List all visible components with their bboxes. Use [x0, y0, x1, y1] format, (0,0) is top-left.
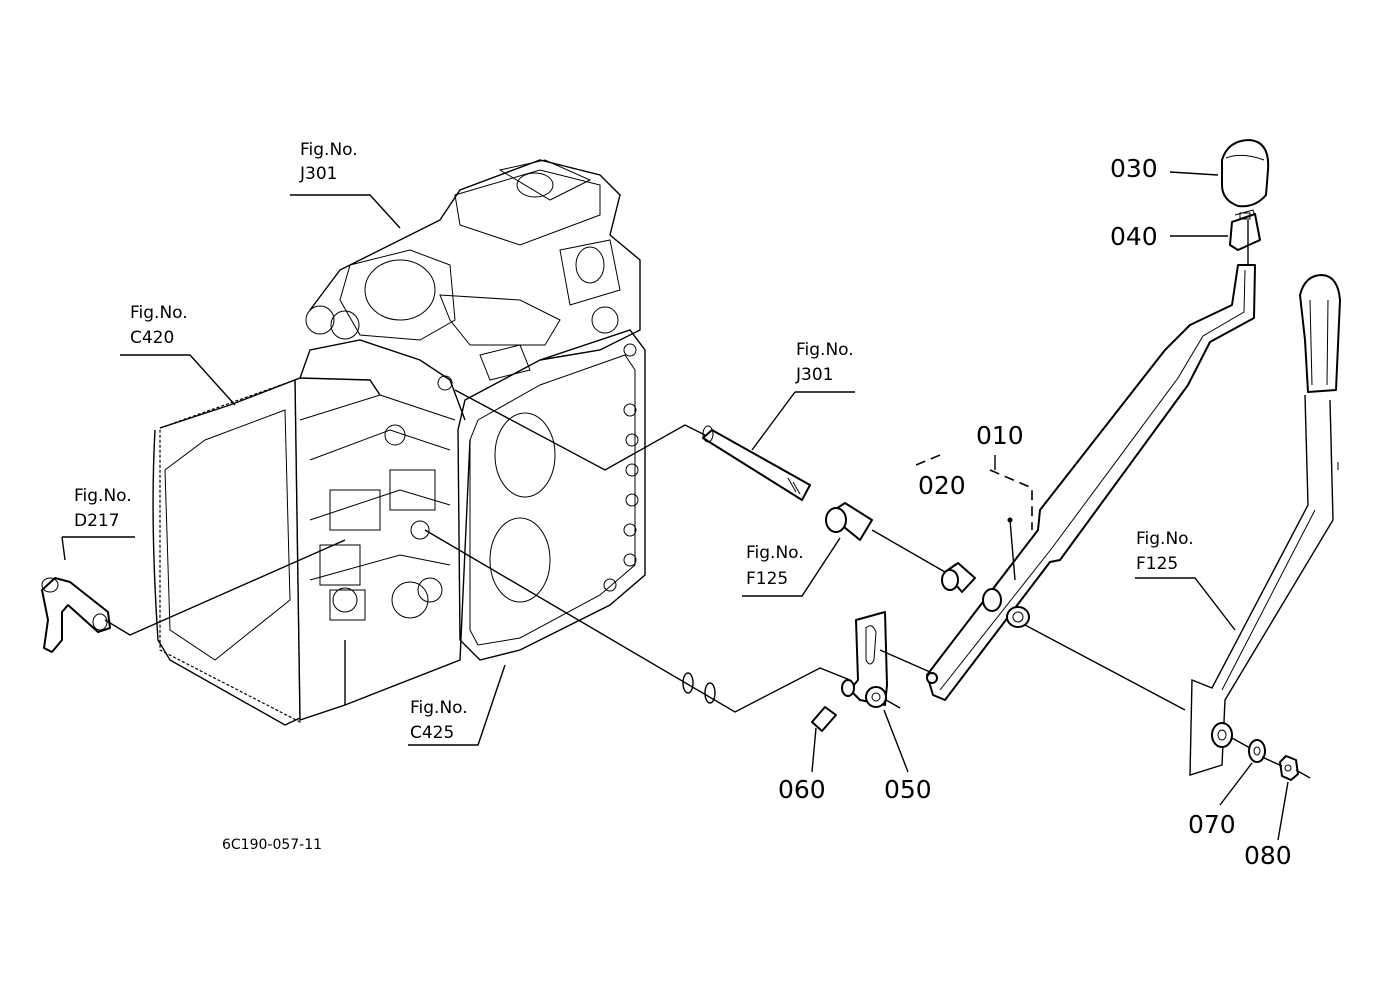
fig-ref-j301-mid: Fig.No. J301	[795, 340, 854, 385]
fig-ref-code: C420	[130, 328, 174, 348]
leader-lines	[61, 171, 1289, 841]
fig-ref-code: J301	[299, 164, 337, 184]
range-lever-drawing	[1189, 274, 1341, 776]
fig-ref-prefix: Fig.No.	[130, 303, 188, 323]
fig-ref-prefix: Fig.No.	[796, 340, 854, 360]
fig-ref-code: D217	[74, 511, 120, 531]
part-number-040: 040	[1110, 222, 1158, 251]
fig-ref-f125-right: Fig.No. F125	[1136, 529, 1194, 574]
part-number-010: 010	[976, 421, 1024, 450]
fig-ref-prefix: Fig.No.	[74, 486, 132, 506]
part-number-030: 030	[1110, 154, 1158, 183]
part-number-050: 050	[884, 775, 932, 804]
part-number-080: 080	[1244, 841, 1292, 870]
fig-ref-d217: Fig.No. D217	[74, 486, 132, 531]
fig-ref-c420: Fig.No. C420	[130, 303, 188, 348]
fig-ref-prefix: Fig.No.	[410, 698, 468, 718]
bracket-050-drawing	[841, 611, 888, 708]
fig-ref-code: J301	[795, 365, 833, 385]
o-ring-drawing	[682, 672, 716, 704]
group-bracket-010	[915, 452, 1033, 530]
fig-ref-prefix: Fig.No.	[746, 543, 804, 563]
collar-drawing	[825, 502, 873, 541]
knob-030-drawing	[1221, 139, 1270, 208]
fig-ref-prefix: Fig.No.	[300, 140, 358, 160]
pin-060-drawing	[811, 706, 837, 732]
fig-ref-f125-mid: Fig.No. F125	[746, 543, 804, 589]
fig-ref-c425: Fig.No. C425	[410, 698, 468, 743]
fig-ref-code: C425	[410, 723, 454, 743]
lever-d217-drawing	[41, 577, 111, 653]
fig-ref-j301-top: Fig.No. J301	[299, 140, 358, 184]
fig-ref-code: F125	[746, 569, 788, 589]
bushing-020-drawing	[941, 562, 976, 593]
shift-lever-010-drawing	[926, 264, 1256, 701]
drawing-code: 6C190-057-11	[222, 837, 322, 853]
part-number-020: 020	[918, 471, 966, 500]
fig-ref-code: F125	[1136, 554, 1178, 574]
washer-070-drawing	[1248, 739, 1266, 763]
part-number-060: 060	[778, 775, 826, 804]
assembly-lines	[104, 220, 1311, 779]
shaft-drawing	[702, 425, 811, 501]
transmission-housing-drawing	[152, 159, 646, 726]
bushing-040-drawing	[1229, 209, 1261, 251]
nut-080-drawing	[1279, 755, 1299, 781]
fig-ref-prefix: Fig.No.	[1136, 529, 1194, 549]
part-number-070: 070	[1188, 810, 1236, 839]
